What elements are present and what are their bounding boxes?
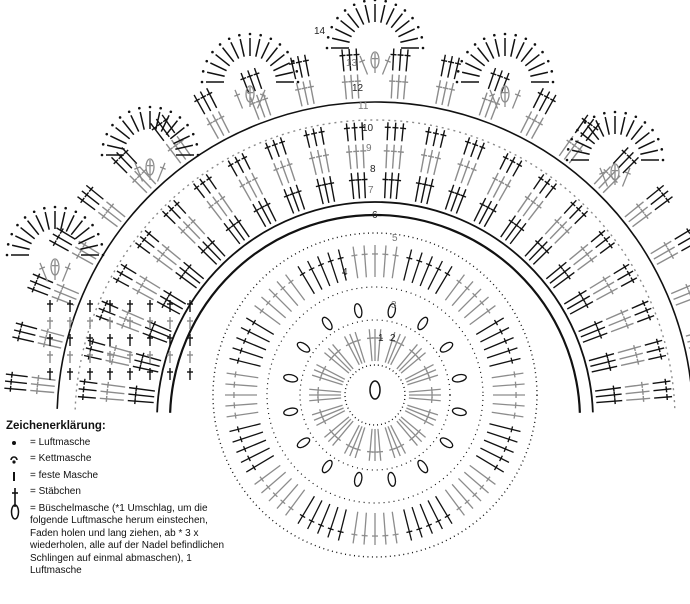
legend-item-slip: = Kettmasche bbox=[6, 453, 236, 466]
round-numbers: 1 2 3 4 5 6 7 8 9 10 11 12 13 14 bbox=[314, 26, 398, 344]
legend-label-sc: = feste Masche bbox=[30, 469, 99, 481]
legend-title: Zeichenerklärung: bbox=[6, 420, 106, 432]
center-doily-motif bbox=[212, 232, 538, 558]
round-number-13: 13 bbox=[346, 58, 358, 69]
round-number-5: 5 bbox=[392, 233, 398, 244]
round-number-10: 10 bbox=[362, 123, 374, 134]
legend-item-puff: = Büschelmasche (*1 Umschlag, um die fol… bbox=[6, 503, 236, 578]
legend-item-dc: = Stäbchen bbox=[6, 486, 236, 507]
legend-label-slip: = Kettmasche bbox=[30, 453, 92, 464]
inner-chain-ring bbox=[344, 364, 406, 426]
scallop-2 bbox=[200, 32, 300, 109]
center-puff bbox=[369, 380, 381, 400]
scallop-4 bbox=[100, 105, 200, 182]
single-crochet-icon bbox=[6, 470, 26, 484]
scallop-edging bbox=[5, 0, 665, 282]
chain-dot-icon bbox=[6, 437, 26, 451]
legend-item-sc: = feste Masche bbox=[6, 470, 236, 483]
fan-border bbox=[4, 48, 690, 413]
legend-item-chain: = Luftmasche bbox=[6, 437, 236, 450]
round-number-11: 11 bbox=[358, 101, 369, 112]
round-number-3: 3 bbox=[391, 300, 397, 311]
legend-label-puff: = Büschelmasche (*1 Umschlag, um die fol… bbox=[30, 502, 225, 577]
round-number-4: 4 bbox=[342, 267, 348, 278]
fan-arc-row-1 bbox=[169, 213, 581, 413]
fan-arc-row-4 bbox=[56, 101, 690, 409]
chain-ring-3 bbox=[266, 286, 484, 504]
round-number-8: 8 bbox=[370, 164, 376, 175]
outer-chain-ring bbox=[212, 232, 538, 558]
round-number-7: 7 bbox=[368, 185, 374, 196]
middle-chain-ring bbox=[299, 319, 451, 471]
round-number-6: 6 bbox=[372, 210, 378, 221]
puff-stitch-icon bbox=[6, 503, 26, 520]
round-number-1: 1 bbox=[378, 333, 384, 344]
round-number-9: 9 bbox=[366, 143, 372, 154]
scallop-1 bbox=[325, 0, 425, 75]
legend: Zeichenerklärung: = Luftmasche = Kettmas… bbox=[6, 420, 236, 582]
round-number-14: 14 bbox=[314, 26, 326, 37]
scallop-3 bbox=[455, 32, 555, 109]
round-number-12: 12 bbox=[352, 83, 364, 94]
scallop-6 bbox=[5, 205, 105, 282]
scallop-5 bbox=[565, 110, 665, 187]
legend-label-chain: = Luftmasche bbox=[30, 436, 91, 448]
round-number-2: 2 bbox=[390, 333, 396, 344]
fan-arc-row-2 bbox=[156, 201, 594, 413]
slip-stitch-icon bbox=[6, 453, 26, 467]
legend-label-dc: = Stäbchen bbox=[30, 486, 81, 497]
